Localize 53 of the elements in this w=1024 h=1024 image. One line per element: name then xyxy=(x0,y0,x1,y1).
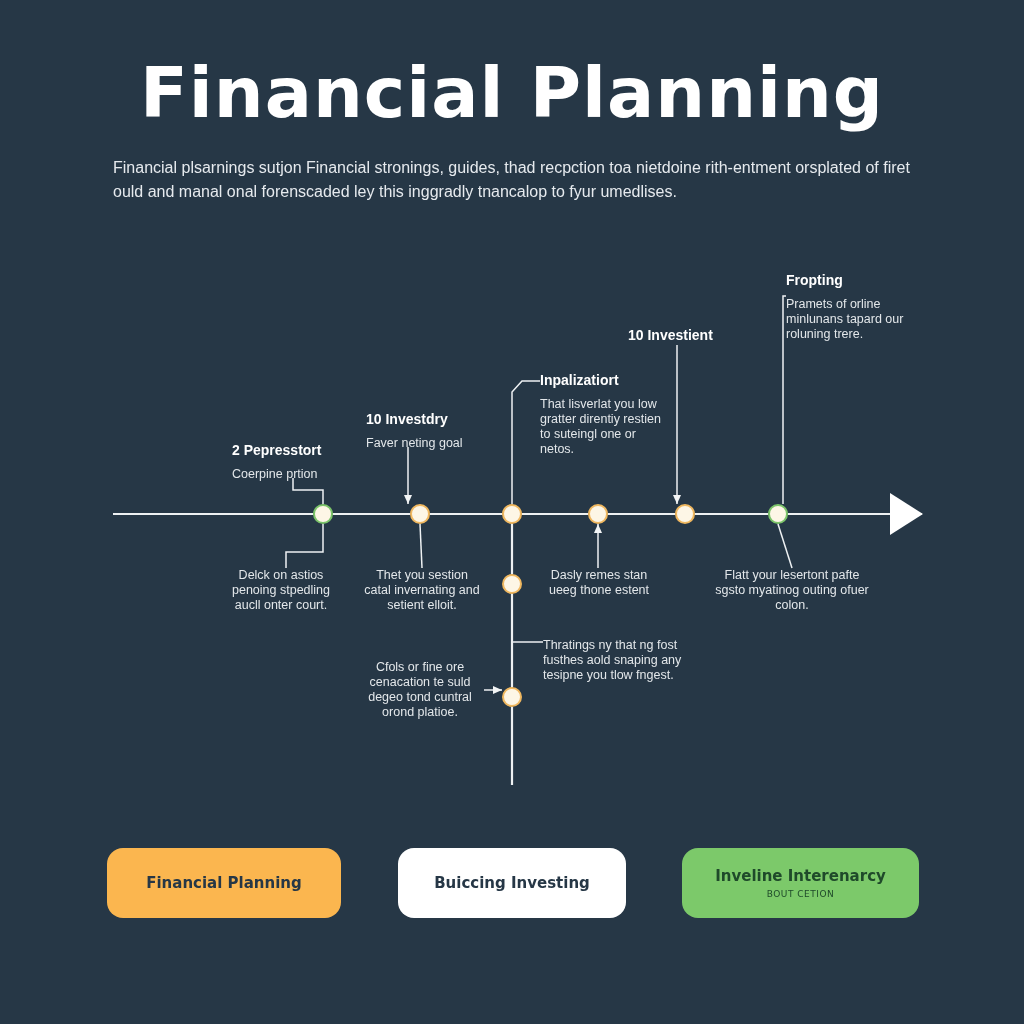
timeline-line xyxy=(788,493,923,535)
card-title: Buiccing Investing xyxy=(434,874,590,892)
timeline-dot xyxy=(675,504,695,524)
leader-line xyxy=(512,641,544,643)
arrow xyxy=(404,446,412,505)
annotation-heading: Inpalizatiort xyxy=(540,372,620,389)
arrow xyxy=(483,686,503,694)
timeline-dot xyxy=(502,504,522,524)
annotation-heading: Fropting xyxy=(786,272,844,289)
category-card xyxy=(107,848,341,918)
leader-line xyxy=(292,477,324,505)
annotation-text: Thet you sestion catal invernating and setient elloit. xyxy=(363,568,481,613)
annotation-text: Cfols or fine ore cenacation te suld degeo tond cuntral orond platioe. xyxy=(367,660,473,720)
leader-line xyxy=(511,380,541,505)
annotation-text: Faver neting goal xyxy=(366,436,464,451)
timeline-line xyxy=(608,512,675,516)
timeline-line xyxy=(113,512,313,516)
annotation-text: That lisverlat you low gratter direntiy restien to suteingl one or netos. xyxy=(540,397,662,457)
timeline-dot xyxy=(502,574,522,594)
annotation-text: Coerpine prtion xyxy=(232,467,319,482)
card-subtitle: BOUT CETION xyxy=(766,889,835,899)
timeline-line xyxy=(510,707,514,785)
annotation-text: Flatt your lesertont pafte sgsto myatinog outing ofuer colon. xyxy=(714,568,870,613)
timeline-dot xyxy=(410,504,430,524)
timeline-dot xyxy=(502,687,522,707)
annotation-heading: 10 Investdry xyxy=(366,411,449,428)
intro-paragraph: Financial plsarnings sutjon Financial stronings, guides, thad recpction toa nietdoine rith-entment orsplated of firet ould and manal onal forenscaded ley this inggradly tnancalop to fyur umedlises. xyxy=(113,158,911,202)
timeline-line xyxy=(510,524,514,574)
annotation-heading: 10 Investient xyxy=(628,327,714,344)
timeline-dot xyxy=(313,504,333,524)
card-title: Financial Planning xyxy=(146,874,302,892)
leader-line xyxy=(285,523,324,569)
annotation-heading: 2 Pepresstort xyxy=(232,442,323,459)
timeline-line xyxy=(333,512,410,516)
leader-line xyxy=(777,523,793,569)
category-card xyxy=(398,848,626,918)
timeline-line xyxy=(695,512,768,516)
leader-line xyxy=(782,295,787,505)
category-card xyxy=(682,848,919,918)
arrow xyxy=(594,523,602,569)
card-title: Inveline Interenarcy xyxy=(715,867,886,885)
annotation-text: Pramets of orline minlunans tapard our roluning trere. xyxy=(786,297,905,342)
arrow xyxy=(673,344,681,505)
timeline-dot xyxy=(768,504,788,524)
annotation-text: Delck on astios penoing stpedling aucll onter court. xyxy=(231,568,331,613)
leader-line xyxy=(419,523,423,569)
timeline-line xyxy=(510,594,514,687)
annotation-text: Dasly remes stan ueeg thone estent xyxy=(547,568,651,598)
timeline-line xyxy=(430,512,502,516)
annotation-text: Thratings ny that ng fost fusthes aold snaping any tesipne you tlow fngest. xyxy=(543,638,683,683)
timeline-line xyxy=(522,512,588,516)
title: Financial Planning xyxy=(139,52,885,134)
timeline-dot xyxy=(588,504,608,524)
